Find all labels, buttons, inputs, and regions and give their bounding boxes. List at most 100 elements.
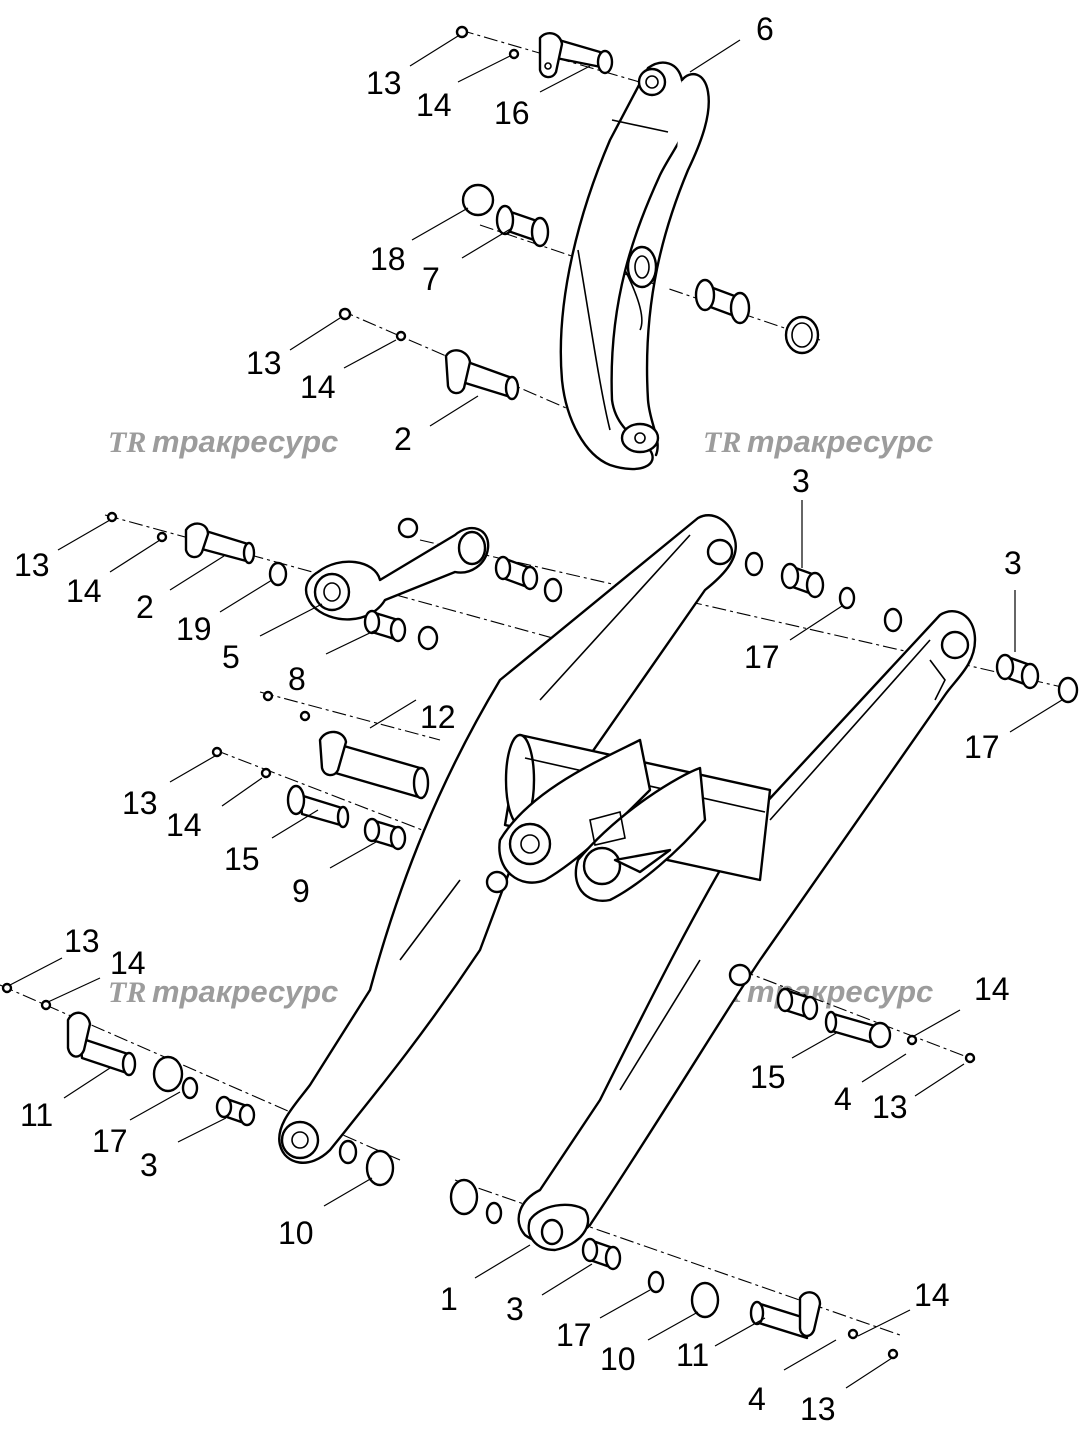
callout-14: 14	[110, 945, 146, 981]
callout-17: 17	[744, 639, 780, 675]
washer-icon	[847, 1328, 859, 1340]
callout-17: 17	[964, 729, 1000, 765]
callout-3: 3	[140, 1147, 158, 1183]
callout-4: 4	[834, 1081, 852, 1117]
svg-text:TR: TR	[703, 426, 741, 459]
callout-10: 10	[278, 1215, 314, 1251]
callout-13: 13	[246, 345, 282, 381]
pin-15-right	[824, 1010, 892, 1049]
svg-text:тракресурс: тракресурс	[152, 424, 338, 459]
boom-frame-1	[278, 514, 977, 1252]
callout-13: 13	[366, 65, 402, 101]
ring-icon	[417, 625, 439, 651]
ring-17	[647, 1270, 665, 1294]
callout-9: 9	[292, 873, 310, 909]
callout-15: 15	[224, 841, 260, 877]
bushing-right-mid	[776, 987, 819, 1021]
callout-13: 13	[14, 547, 50, 583]
bushing-ring-18	[461, 183, 495, 217]
bushing-right	[694, 278, 751, 325]
svg-text:тракресурс: тракресурс	[747, 974, 933, 1009]
washer-icon	[156, 531, 168, 543]
callout-15: 15	[750, 1059, 786, 1095]
ring-icon	[338, 1139, 358, 1165]
callout-17: 17	[556, 1317, 592, 1353]
pin-11-left	[66, 1011, 137, 1077]
callout-14: 14	[974, 971, 1010, 1007]
bolt-icon	[338, 307, 352, 321]
callout-13: 13	[800, 1391, 836, 1427]
seal-ring	[449, 1178, 479, 1216]
washer-icon	[906, 1034, 918, 1046]
bolt-icon	[211, 746, 223, 758]
bolt-icon	[1, 982, 13, 994]
callout-14: 14	[300, 369, 336, 405]
callout-12: 12	[420, 699, 456, 735]
bushing-8	[363, 609, 407, 643]
washer-icon	[395, 330, 407, 342]
bushing-3-left	[215, 1095, 256, 1127]
washer-icon	[299, 710, 311, 722]
callout-18: 18	[370, 241, 406, 277]
callout-14: 14	[66, 573, 102, 609]
seal-ring	[152, 1055, 184, 1093]
pin-11-right	[749, 1291, 822, 1340]
ring-icon	[744, 551, 764, 577]
link-arm-6	[559, 61, 710, 471]
callout-6: 6	[756, 11, 774, 47]
bolt-icon	[964, 1052, 976, 1064]
bushing-7	[495, 204, 550, 248]
bushing-9	[363, 817, 407, 851]
callout-3: 3	[1004, 545, 1022, 581]
washer-icon	[260, 767, 272, 779]
callout-13: 13	[872, 1089, 908, 1125]
callout-1: 1	[440, 1281, 458, 1317]
pin-2-top	[444, 349, 520, 401]
svg-text:тракресурс: тракресурс	[747, 424, 933, 459]
callout-8: 8	[288, 661, 306, 697]
ring-icon	[883, 607, 903, 633]
callout-labels: 6 13 14 16 18 7 13 14 2 3 3 13 14 2 19 5…	[14, 11, 1022, 1427]
ring-icon	[397, 517, 419, 539]
bushing-5a	[494, 555, 539, 591]
bolt-icon	[455, 25, 469, 39]
link-5	[304, 526, 490, 621]
ring-17	[838, 586, 856, 610]
callout-10: 10	[600, 1341, 636, 1377]
callout-17: 17	[92, 1123, 128, 1159]
bushing-3-right	[995, 653, 1040, 690]
washer-icon	[508, 48, 520, 60]
pin-2-mid	[184, 522, 256, 565]
ring-17	[181, 1076, 199, 1100]
callout-2: 2	[394, 421, 412, 457]
bushing-3-bottom	[581, 1237, 622, 1271]
seal-ring-10	[365, 1149, 395, 1187]
callout-7: 7	[422, 261, 440, 297]
watermark-top-right: TR тракресурс	[703, 424, 933, 459]
washer-icon	[40, 999, 52, 1011]
ring-icon	[543, 577, 563, 603]
bolt-icon	[262, 690, 274, 702]
ring-icon	[485, 1201, 503, 1225]
bolt-icon	[106, 511, 118, 523]
callout-3: 3	[792, 463, 810, 499]
top-link-pin-16	[538, 32, 614, 79]
callout-14: 14	[166, 807, 202, 843]
seal-ring	[784, 315, 820, 355]
callout-19: 19	[176, 611, 212, 647]
callout-14: 14	[914, 1277, 950, 1313]
pin-15-left	[286, 784, 350, 829]
callout-3: 3	[506, 1291, 524, 1327]
bushing-3-top	[780, 562, 825, 599]
watermark-top-left: TR тракресурс	[108, 424, 338, 459]
callout-11: 11	[676, 1337, 709, 1373]
seal-ring-10	[690, 1281, 720, 1319]
callout-13: 13	[122, 785, 158, 821]
callout-14: 14	[416, 87, 452, 123]
callout-4: 4	[748, 1381, 766, 1417]
pin-12	[318, 730, 430, 800]
leader-lines	[9, 35, 1063, 1389]
callout-5: 5	[222, 639, 240, 675]
callout-2: 2	[136, 589, 154, 625]
